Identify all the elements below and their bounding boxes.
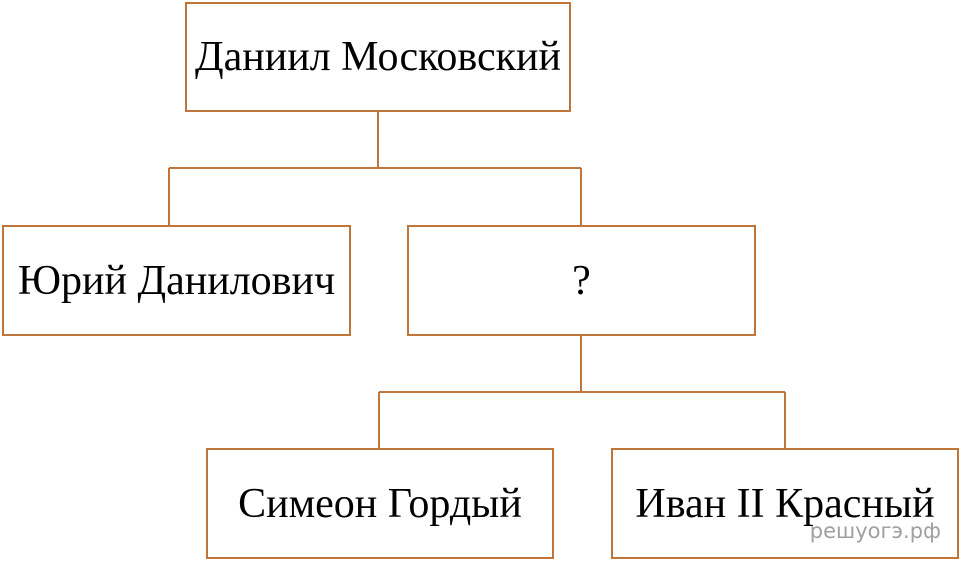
node-ivan-krasny: Иван II Красный [611,448,959,559]
node-daniil-moskovsky: Даниил Московский [185,2,571,112]
node-simeon-gordy: Симеон Гордый [206,448,554,559]
node-label: Симеон Гордый [238,480,522,527]
watermark: решуогэ.рф [809,519,941,543]
node-label: ? [572,257,591,304]
node-label: Иван II Красный [635,480,935,527]
node-yuri-danilovich: Юрий Данилович [2,225,351,336]
node-label: Даниил Московский [194,34,562,80]
node-unknown: ? [407,225,756,336]
node-label: Юрий Данилович [17,257,336,304]
